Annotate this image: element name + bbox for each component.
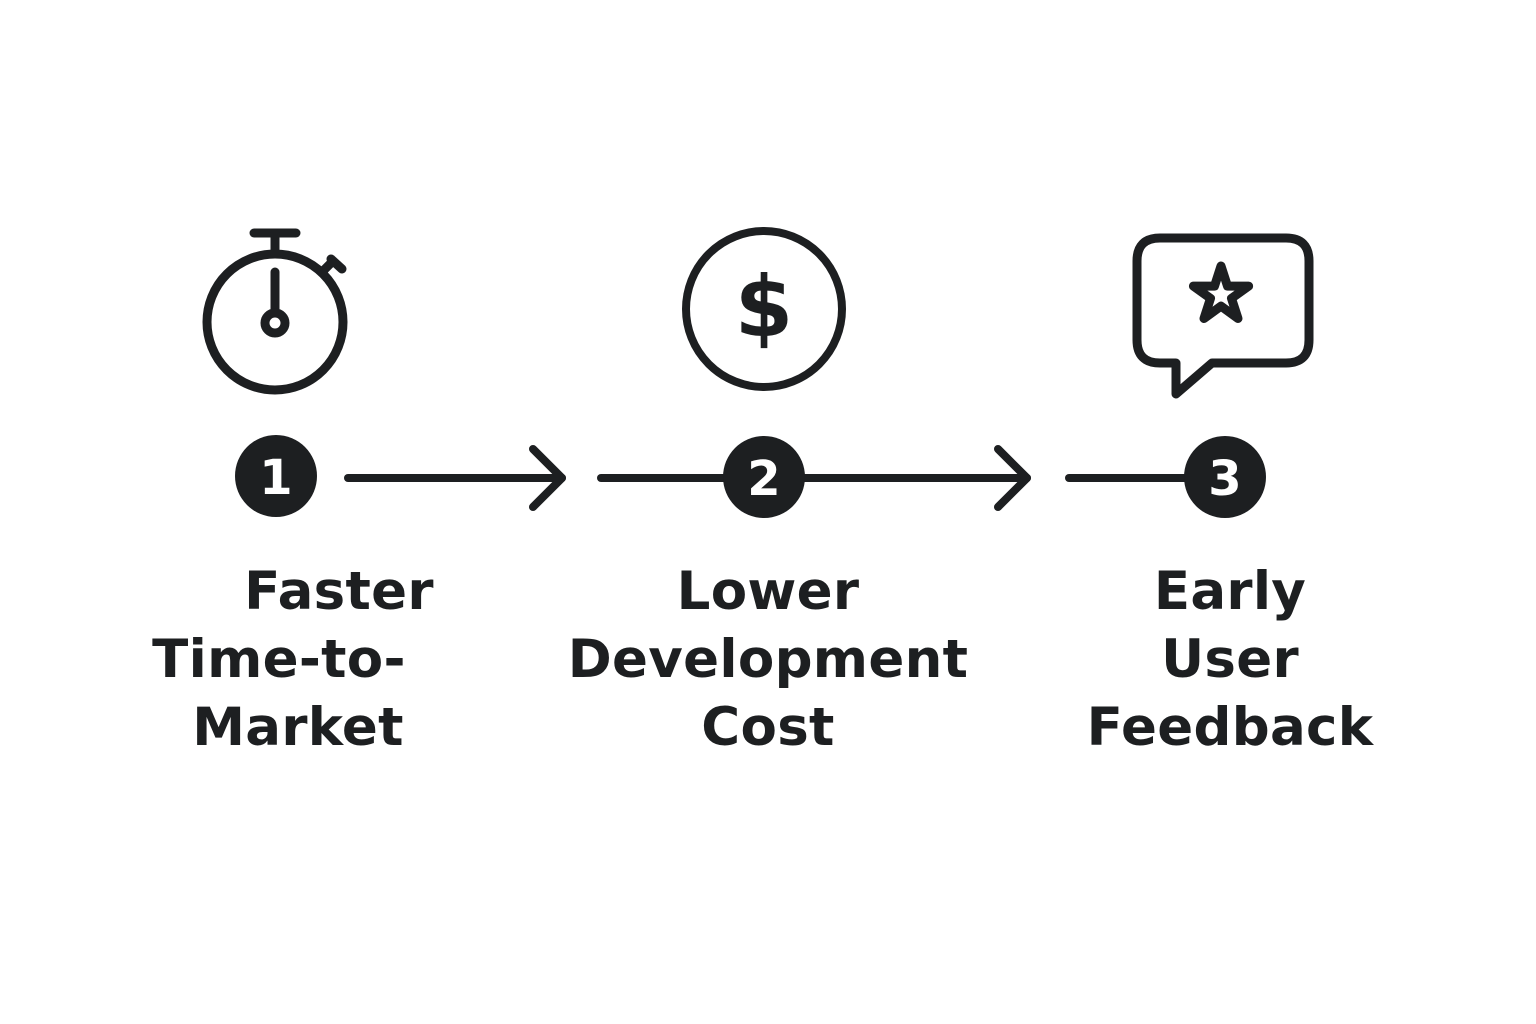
step-badge-3: 3 <box>1184 436 1266 518</box>
step-badge-2: 2 <box>723 436 805 518</box>
step-label-1: Faster Time-to- Market <box>78 558 498 762</box>
step-number: 2 <box>747 451 780 507</box>
step-badge-1: 1 <box>235 435 317 517</box>
step-label-line: User <box>1161 629 1299 690</box>
connector-arrows <box>344 445 1192 511</box>
step-label-line: Development <box>567 629 969 690</box>
step-label-line: Cost <box>701 697 835 758</box>
arrow-right-icon <box>794 445 1031 511</box>
step-label-line: Faster <box>244 561 434 622</box>
step-number: 3 <box>1208 451 1241 507</box>
step-label-3: Early User Feedback <box>1020 558 1440 762</box>
step-label-line: Early <box>1153 561 1307 622</box>
step-label-line: Lower <box>676 561 860 622</box>
arrow-right-icon <box>344 445 566 511</box>
dollar-coin-icon: $ <box>682 227 846 391</box>
svg-text:$: $ <box>735 258 793 356</box>
step-label-line: Time-to- <box>152 629 406 690</box>
stopwatch-icon <box>202 228 348 395</box>
step-label-2: Lower Development Cost <box>558 558 978 762</box>
step-label-line: Market <box>192 697 404 758</box>
step-number: 1 <box>259 450 292 506</box>
step-label-line: Feedback <box>1086 697 1374 758</box>
speech-bubble-star-icon <box>1132 233 1314 399</box>
